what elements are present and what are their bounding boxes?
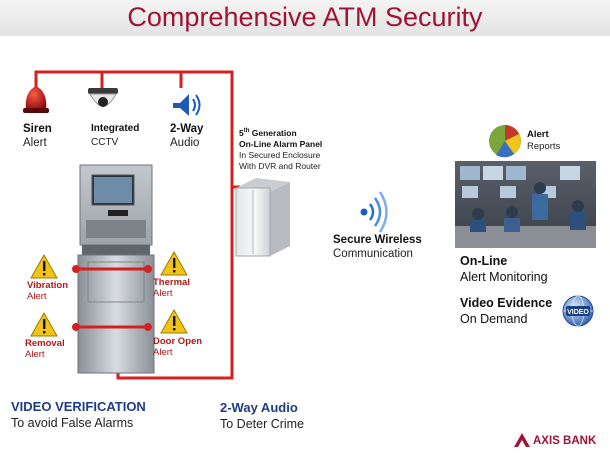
speaker-icon [173, 94, 201, 116]
sensor-nodes [72, 265, 152, 331]
siren-label: Siren Alert [23, 122, 52, 150]
evidence-sub: On Demand [460, 312, 528, 326]
removal-label: Removal Alert [25, 338, 65, 360]
monitoring-label: On-Line Alert Monitoring [460, 253, 548, 285]
thermal-label: Thermal Alert [153, 277, 190, 299]
warning-icon-thermal [160, 250, 188, 276]
alarm-panel-enclosure [235, 178, 290, 257]
reports-label: Alert Reports [527, 129, 560, 153]
audio-name: 2-Way [170, 123, 204, 135]
audio-sub: Audio [170, 137, 200, 149]
panel-generation-suffix: th [243, 128, 250, 134]
removal-sub: Alert [25, 349, 45, 360]
vibration-label: Vibration Alert [27, 280, 68, 302]
pie-chart-icon [489, 125, 521, 158]
door-open-label: Door Open Alert [153, 336, 202, 358]
reports-sub: Reports [527, 141, 561, 152]
two-way-audio-sub: To Deter Crime [220, 417, 305, 431]
alarm-panel-label: 5th Generation On-Line Alarm Panel In Se… [239, 126, 359, 172]
wireless-sub: Communication [333, 248, 413, 260]
panel-title: On-Line Alarm Panel [239, 138, 323, 149]
door-open-name: Door Open [153, 336, 203, 347]
monitoring-sub: Alert Monitoring [460, 270, 548, 284]
video-globe-icon: VIDEO [562, 295, 594, 327]
cctv-camera-icon [88, 88, 118, 107]
cctv-name: Integrated [91, 123, 140, 134]
video-verification-sub: To avoid False Alarms [11, 416, 134, 430]
cctv-label: Integrated CCTV [91, 122, 139, 150]
brand-name: AXIS BANK [533, 435, 597, 447]
monitoring-room-image [455, 161, 596, 248]
monitoring-name: On-Line [460, 254, 508, 268]
siren-sub: Alert [23, 137, 47, 149]
sensor-wiring [76, 267, 148, 329]
atm-machine [77, 164, 155, 374]
panel-enclosure: In Secured Enclosure [239, 149, 321, 160]
warning-icon-door-open [160, 308, 188, 334]
siren-icon [23, 86, 49, 113]
vibration-sub: Alert [27, 291, 47, 302]
evidence-name: Video Evidence [460, 296, 553, 310]
two-way-audio-caption: 2-Way Audio To Deter Crime [220, 400, 304, 431]
page-title: Comprehensive ATM Security [127, 2, 483, 32]
panel-dvr: With DVR and Router [239, 160, 321, 171]
audio-label: 2-Way Audio [170, 122, 203, 150]
vibration-name: Vibration [27, 280, 68, 291]
evidence-label: Video Evidence On Demand [460, 295, 552, 327]
reports-name: Alert [527, 129, 549, 140]
two-way-audio-title: 2-Way Audio [220, 400, 298, 415]
title-bar [0, 0, 610, 36]
wireless-name: Secure Wireless [333, 234, 422, 246]
door-open-sub: Alert [153, 347, 173, 358]
wireless-signal-icon [360, 191, 388, 233]
cctv-sub: CCTV [91, 137, 119, 148]
thermal-sub: Alert [153, 288, 173, 299]
removal-name: Removal [25, 338, 65, 349]
panel-generation-number: 5 [239, 127, 244, 138]
panel-generation-text: Generation [249, 127, 297, 138]
axis-bank-logo [514, 433, 530, 447]
video-verification-title: VIDEO VERIFICATION [11, 399, 146, 414]
thermal-name: Thermal [153, 277, 190, 288]
wireless-label: Secure Wireless Communication [333, 233, 422, 261]
warning-icon-vibration [30, 253, 58, 279]
video-verification-caption: VIDEO VERIFICATION To avoid False Alarms [11, 399, 146, 430]
warning-icon-removal [30, 311, 58, 337]
siren-name: Siren [23, 123, 52, 135]
video-badge-label: VIDEO [567, 309, 589, 316]
